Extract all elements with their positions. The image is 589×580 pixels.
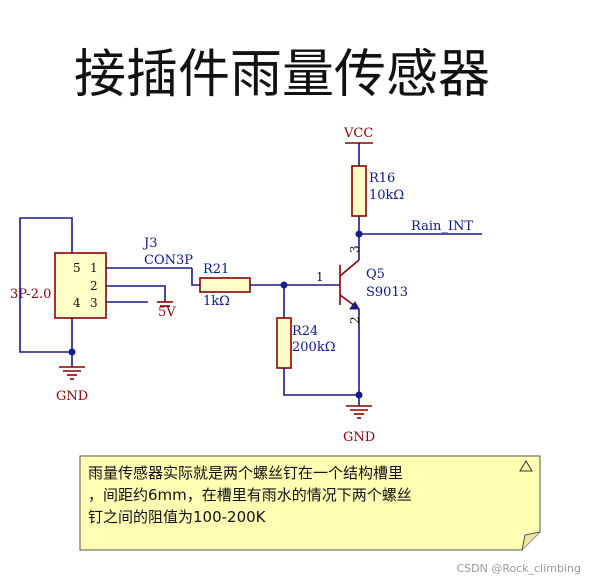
- wire-r24-bottom: [283, 368, 359, 396]
- note-box: 雨量传感器实际就是两个螺丝钉在一个结构槽里 ，间距约6mm，在槽里有雨水的情况下…: [79, 455, 541, 551]
- q5-pin-2: 2: [348, 316, 362, 324]
- connector-ref-j3: J3: [142, 236, 157, 251]
- gnd-left-symbol: [59, 366, 85, 380]
- connector-j3: 5 4 1 2 3: [54, 252, 107, 319]
- resistor-r24: [276, 317, 292, 369]
- wire-loop: [19, 217, 73, 353]
- wire-pin2-5v: [106, 285, 166, 302]
- resistor-r16: [351, 165, 367, 217]
- watermark: CSDN @Rock_climbing: [456, 562, 581, 575]
- connector-pin-1: 1: [90, 261, 98, 275]
- resistor-r21-ref: R21: [203, 262, 229, 277]
- resistor-r16-value: 10kΩ: [369, 188, 404, 203]
- connector-body: [54, 252, 107, 319]
- note-line-2: ，间距约6mm，在槽里有雨水的情况下两个螺丝: [88, 486, 412, 504]
- connector-value-j3: CON3P: [144, 253, 193, 268]
- vcc-label: VCC: [343, 126, 373, 141]
- q5-pin-1: 1: [316, 270, 324, 284]
- connector-pin-4: 4: [73, 296, 81, 310]
- resistor-r21: [199, 277, 251, 293]
- connector-pin-5: 5: [73, 261, 81, 275]
- warning-icon: [519, 460, 533, 472]
- resistor-r16-ref: R16: [369, 171, 395, 186]
- junction-collector: [355, 230, 363, 238]
- q5-pin-3: 3: [348, 245, 362, 253]
- junction-emitter-gnd: [355, 391, 363, 399]
- transistor-q5: [339, 259, 360, 310]
- note-line-1: 雨量传感器实际就是两个螺丝钉在一个结构槽里: [88, 464, 403, 482]
- resistor-r21-value: 1kΩ: [203, 294, 230, 309]
- net-rain-int-label: Rain_INT: [411, 219, 473, 234]
- page-title: 接插件雨量传感器: [74, 45, 490, 105]
- power-5v-label: 5V: [158, 305, 176, 320]
- wire-pin1-to-r21: [191, 268, 200, 286]
- gnd-right-symbol: [346, 405, 372, 419]
- note-line-3: 钉之间的阻值为100-200K: [88, 508, 267, 526]
- junction-left-gnd: [68, 348, 76, 356]
- gnd-right-label: GND: [343, 430, 375, 445]
- connector-ref-3p: 3P-2.0: [10, 287, 51, 302]
- connector-pin-2: 2: [90, 279, 98, 293]
- connector-pin-3: 3: [90, 296, 98, 310]
- power-5v-symbol: [157, 301, 173, 307]
- gnd-left-label: GND: [56, 389, 88, 404]
- transistor-q5-value: S9013: [366, 285, 408, 300]
- resistor-r24-ref: R24: [292, 324, 318, 339]
- resistor-r24-value: 200kΩ: [292, 340, 335, 355]
- transistor-q5-ref: Q5: [366, 267, 385, 282]
